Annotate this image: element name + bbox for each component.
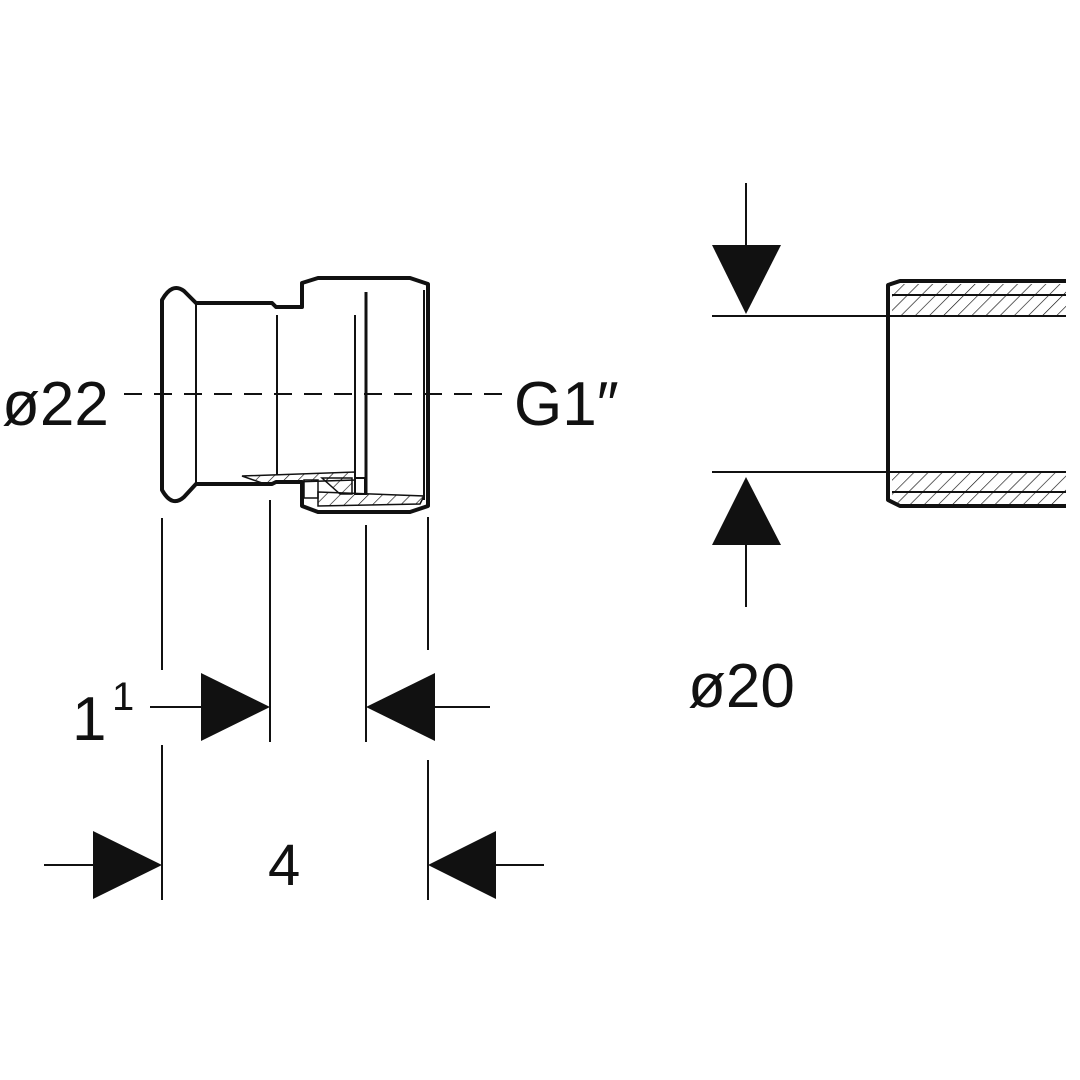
pipe-section-view xyxy=(712,183,1066,607)
total-length-label: 4 xyxy=(268,833,300,898)
thread-label: G1″ xyxy=(514,370,619,439)
arrow-left-icon xyxy=(428,831,496,899)
arrow-right-icon xyxy=(93,831,162,899)
insertion-depth-label: 1 xyxy=(72,685,106,754)
left-diameter-label: ø22 xyxy=(2,370,109,439)
press-fitting-side-view xyxy=(124,276,510,514)
arrow-left-icon xyxy=(366,673,435,741)
arrow-down-icon xyxy=(712,245,781,314)
right-diameter-label: ø20 xyxy=(688,652,795,721)
arrow-right-icon xyxy=(201,673,270,741)
arrow-up-icon xyxy=(712,477,781,545)
dimension-lines xyxy=(44,500,544,900)
insertion-depth-superscript: 1 xyxy=(112,675,134,719)
